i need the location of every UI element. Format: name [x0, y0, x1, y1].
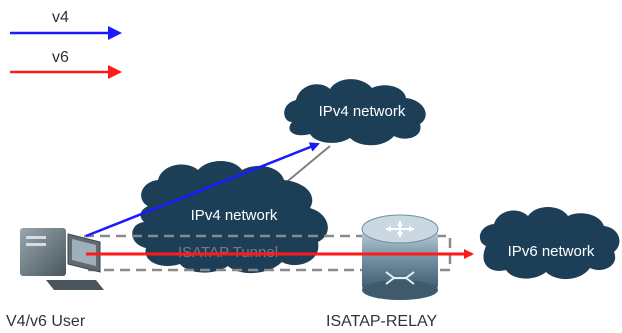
legend-v4-arrowhead: [108, 26, 122, 40]
user-label: V4/v6 User: [6, 313, 86, 330]
computer-screen: [72, 239, 96, 266]
relay-label: ISATAP-RELAY: [326, 313, 437, 330]
computer-drive-slot: [26, 236, 46, 239]
ipv4-cloud-middle-label: IPv4 network: [191, 207, 278, 224]
ipv4-cloud-top-label: IPv4 network: [319, 103, 406, 120]
ipv6-cloud-label: IPv6 network: [508, 243, 595, 260]
router-swap-icon: [385, 271, 415, 285]
isatap-relay-router: [361, 214, 439, 300]
legend: v4 v6: [10, 9, 122, 79]
computer-drive-slot-2: [26, 243, 46, 246]
router-body: [362, 229, 438, 291]
ipv4-cloud-top: IPv4 network: [284, 79, 426, 146]
legend-v6-label: v6: [52, 49, 69, 66]
computer-tower: [20, 228, 66, 276]
ipv4-interconnect-link: [282, 145, 331, 186]
ipv6-cloud: IPv6 network: [479, 207, 620, 280]
router-base: [362, 280, 438, 300]
user-computer: [20, 228, 104, 290]
computer-keyboard: [46, 280, 104, 290]
legend-v4-label: v4: [52, 9, 69, 26]
v4-path-arrow: [85, 142, 320, 238]
isatap-tunnel-outline: [82, 234, 452, 272]
legend-v6-arrowhead: [108, 65, 122, 79]
router-arrows-icon: [386, 221, 414, 237]
ipv4-cloud-middle: IPv4 network: [132, 161, 328, 274]
